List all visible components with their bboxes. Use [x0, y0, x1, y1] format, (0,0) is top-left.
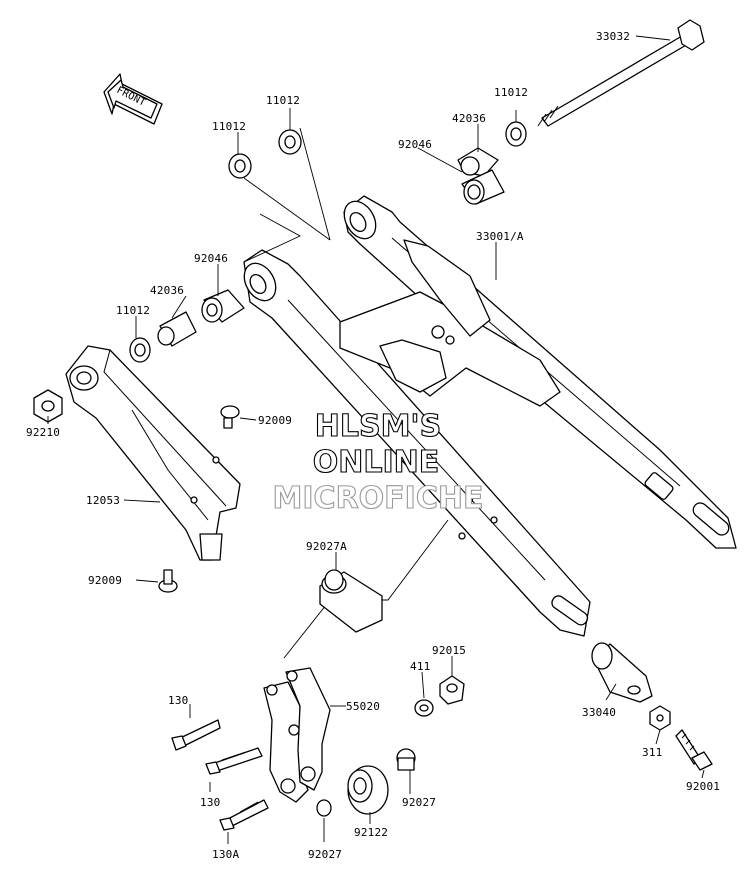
callout-42036-b: 42036	[452, 112, 486, 125]
watermark-line3: MICROFICHE	[273, 481, 484, 516]
callout-92009-b: 92009	[88, 574, 122, 587]
callout-92009-a: 92009	[258, 414, 292, 427]
washer-411	[414, 699, 434, 717]
callout-130-b: 130	[200, 796, 220, 809]
callout-92001: 92001	[686, 780, 720, 793]
callout-42036-a: 42036	[150, 284, 184, 297]
swing-arm	[243, 195, 737, 637]
nut-92210	[33, 389, 63, 423]
bolt-130A	[219, 799, 269, 831]
callout-33001A: 33001/A	[476, 230, 524, 243]
collar-92027-right	[396, 748, 416, 771]
callout-12053: 12053	[86, 494, 120, 507]
callout-92210: 92210	[26, 426, 60, 439]
bolt-130-upper	[171, 719, 221, 751]
callout-92046-a: 92046	[194, 252, 228, 265]
bolt-92001	[675, 729, 713, 771]
callout-33040: 33040	[582, 706, 616, 719]
callout-311: 311	[642, 746, 662, 759]
callout-11012-d: 11012	[494, 86, 528, 99]
bolt-92009-upper	[220, 405, 240, 429]
pivot-hardware-left	[228, 127, 331, 241]
front-arrow-icon: FRONT	[103, 73, 163, 125]
nut-92015	[439, 675, 465, 705]
watermark: HLSM'S ONLINE MICROFICHE	[272, 408, 484, 516]
pivot-hardware-lower	[129, 213, 301, 363]
pivot-shaft	[537, 19, 705, 127]
callout-11012-b: 11012	[266, 94, 300, 107]
callout-11012-a: 11012	[212, 120, 246, 133]
callout-92027-a: 92027	[308, 848, 342, 861]
watermark-line1: HLSM'S	[315, 409, 441, 444]
collar-92027A	[319, 569, 383, 633]
callout-92027A: 92027A	[306, 540, 347, 553]
callout-92122: 92122	[354, 826, 388, 839]
chain-guide	[65, 345, 241, 561]
leader-lines	[47, 35, 705, 844]
callout-92046-b: 92046	[398, 138, 432, 151]
callout-33032: 33032	[596, 30, 630, 43]
callout-labels: 33032 11012 42036 92046 33001/A 11012 11…	[26, 30, 720, 861]
bolt-92009-lower	[158, 569, 178, 593]
callout-11012-c: 11012	[116, 304, 150, 317]
callout-130-a: 130	[168, 694, 188, 707]
pivot-hardware-right	[457, 121, 527, 205]
callout-92015: 92015	[432, 644, 466, 657]
bushing-92122	[347, 765, 389, 815]
callout-55020: 55020	[346, 700, 380, 713]
chain-adjuster	[591, 642, 653, 703]
callout-130A: 130A	[212, 848, 239, 861]
collar-92027-left	[316, 799, 332, 817]
nut-311	[649, 705, 671, 731]
bolt-130-middle	[205, 747, 263, 775]
callout-92027-b: 92027	[402, 796, 436, 809]
callout-411: 411	[410, 660, 430, 673]
watermark-line2: ONLINE	[313, 445, 440, 480]
